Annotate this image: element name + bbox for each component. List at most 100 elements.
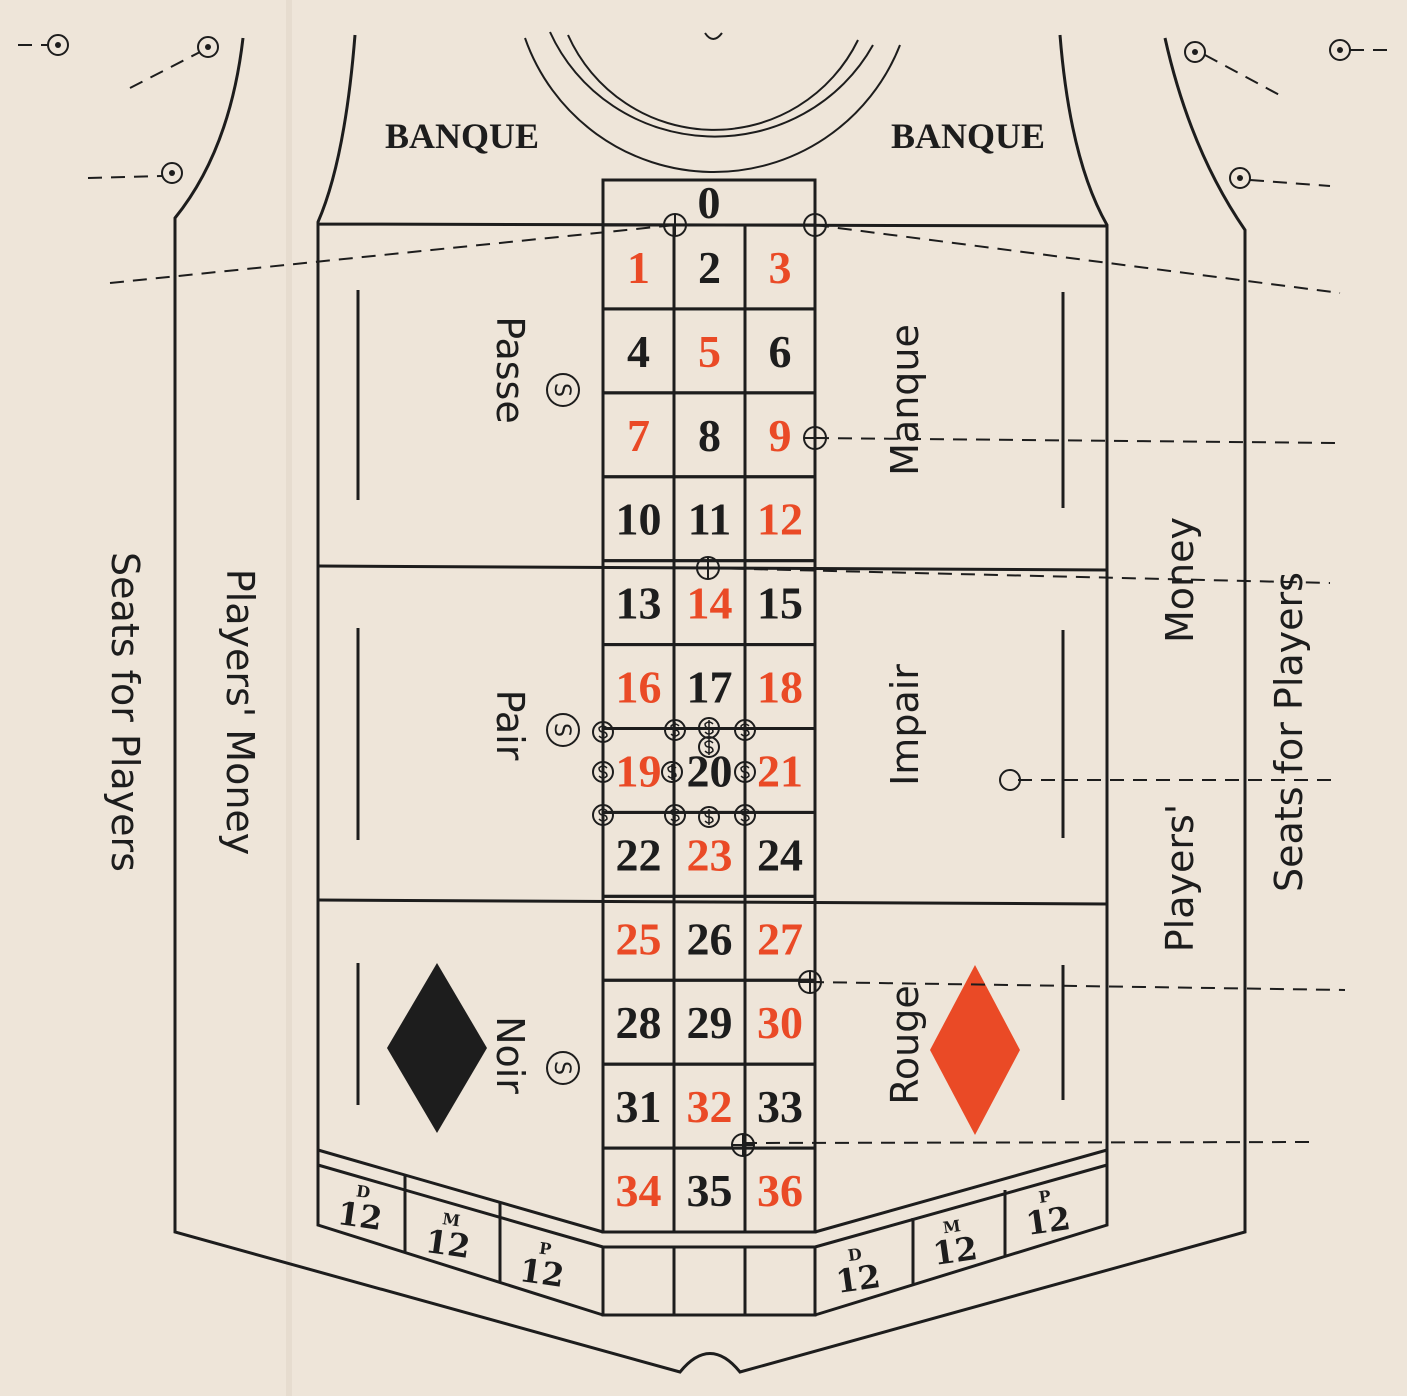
number-label: 9 [769, 410, 792, 461]
number-label: 35 [687, 1165, 733, 1216]
bet-passe[interactable]: Passe [488, 316, 532, 423]
number-label: 34 [616, 1165, 662, 1216]
black-diamond-icon[interactable] [387, 963, 487, 1133]
placed-chip-icon [698, 736, 720, 758]
dozen-letter: D [847, 1244, 864, 1265]
number-label: 32 [687, 1081, 733, 1132]
right-money-label: Money [1158, 517, 1202, 643]
placed-chip-icon [592, 761, 614, 783]
outer-table-outline [173, 37, 1247, 1374]
column-bet-boxes [601, 1245, 817, 1317]
number-label: 10 [616, 494, 662, 545]
number-label: 26 [687, 913, 733, 964]
vertical-bars [356, 290, 1065, 1105]
number-label: 22 [616, 829, 662, 880]
placed-chip-icon [734, 804, 756, 826]
seat-icon[interactable] [1184, 41, 1206, 63]
number-label: 7 [627, 410, 650, 461]
number-label: 14 [687, 578, 733, 629]
dozen-letter: D [355, 1181, 372, 1202]
dozens-right [814, 1148, 1109, 1317]
left-money-label: Players' Money [218, 569, 262, 856]
chip-icon [546, 1051, 580, 1085]
number-cell-36[interactable] [743, 1146, 817, 1234]
dozen-value: 12 [335, 1194, 384, 1238]
dozens-left [316, 1148, 604, 1317]
number-label: 25 [616, 913, 662, 964]
dozen-bet-p[interactable]: P12 [1021, 1184, 1072, 1243]
dozen-value: 12 [1023, 1199, 1072, 1243]
number-label: 17 [687, 662, 733, 713]
bet-pair[interactable]: Pair [488, 690, 532, 761]
seat-icon[interactable] [197, 36, 219, 58]
placed-chip-icon [664, 804, 686, 826]
number-label: 11 [688, 494, 731, 545]
chip-symbol: S [549, 383, 574, 397]
number-label: 30 [757, 997, 803, 1048]
number-label: 4 [627, 326, 650, 377]
wheel-arcs [524, 31, 901, 173]
placed-chip-icon [592, 721, 614, 743]
number-label: 36 [757, 1165, 803, 1216]
column-bet-box[interactable] [672, 1245, 747, 1317]
number-label: 12 [757, 494, 803, 545]
placed-chip-icon [592, 804, 614, 826]
number-label: 29 [687, 997, 733, 1048]
seat-icon[interactable] [47, 34, 69, 56]
section-divider [317, 898, 1108, 906]
number-label: 27 [757, 913, 803, 964]
dozen-letter: M [942, 1216, 962, 1237]
bet-manque[interactable]: Manque [883, 324, 927, 476]
bet-noir[interactable]: Noir [488, 1016, 532, 1094]
number-label: 3 [769, 242, 792, 293]
number-label: 6 [769, 326, 792, 377]
placed-chip-icon [734, 761, 756, 783]
number-label: 23 [687, 829, 733, 880]
dozen-bet-m[interactable]: M12 [928, 1214, 979, 1273]
dozen-value: 12 [423, 1222, 472, 1266]
number-label: 28 [616, 997, 662, 1048]
number-label: 16 [616, 662, 662, 713]
banque-label-left: BANQUE [385, 116, 539, 156]
dozen-bet-p[interactable]: P12 [517, 1236, 568, 1295]
column-bet-box[interactable] [743, 1245, 817, 1317]
bet-rouge[interactable]: Rouge [883, 985, 927, 1105]
number-label: 2 [698, 242, 721, 293]
dozen-bet-d[interactable]: D12 [335, 1179, 386, 1238]
right-seats-label: Seats for Players [1267, 572, 1311, 892]
number-label: 31 [616, 1081, 662, 1132]
column-bet-box[interactable] [601, 1245, 676, 1317]
bet-marker-icon [999, 769, 1021, 791]
red-diamond-icon[interactable] [930, 965, 1020, 1135]
number-label: 8 [698, 410, 721, 461]
dozen-letter: P [1037, 1186, 1052, 1206]
seat-icon[interactable] [1329, 39, 1351, 61]
dozen-letter: P [538, 1238, 553, 1258]
number-label: 21 [757, 745, 803, 796]
number-label: 24 [757, 829, 803, 880]
fold-crease [286, 0, 292, 1396]
dozen-bet-m[interactable]: M12 [423, 1207, 474, 1266]
dozen-value: 12 [930, 1229, 979, 1273]
seat-guide-lines [18, 44, 1388, 1144]
chip-symbol: S [549, 1061, 574, 1075]
number-label: 15 [757, 578, 803, 629]
zero-label: 0 [698, 177, 721, 228]
bet-impair[interactable]: Impair [883, 664, 927, 786]
chip-icon [546, 713, 580, 747]
chip-symbol: S [549, 723, 574, 737]
placed-chip-icon [734, 719, 756, 741]
number-label: 13 [616, 578, 662, 629]
placed-chip-icon [664, 719, 686, 741]
chip-icon [546, 373, 580, 407]
dozen-bet-d[interactable]: D12 [831, 1242, 882, 1301]
seat-icon[interactable] [1229, 167, 1251, 189]
number-label: 18 [757, 662, 803, 713]
dozen-letter: M [441, 1209, 461, 1230]
placed-chip-icon [698, 806, 720, 828]
right-players-label: Players' [1158, 804, 1202, 953]
left-seats-label: Seats for Players [103, 552, 147, 872]
seat-icon[interactable] [161, 162, 183, 184]
